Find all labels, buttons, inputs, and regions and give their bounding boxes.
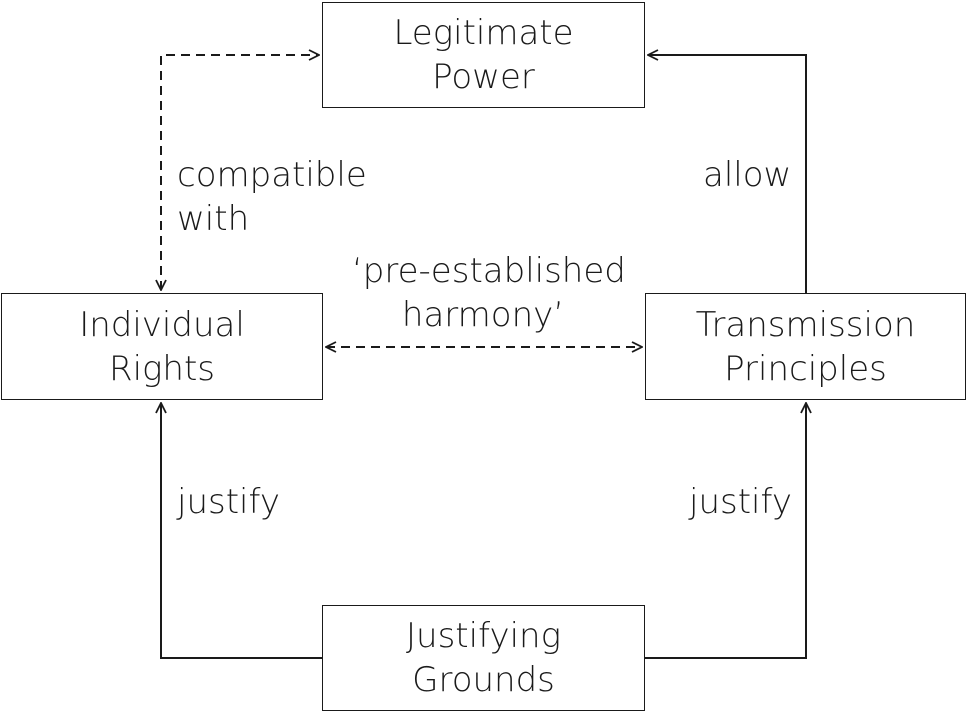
edge-label-justify-left: justify bbox=[177, 482, 280, 522]
edge-compatible-with bbox=[161, 55, 319, 290]
node-justifying-grounds-line1: Justifying bbox=[406, 616, 561, 656]
edge-label-allow: allow bbox=[703, 155, 792, 195]
edge-label-compatible-with: compatible with bbox=[177, 153, 367, 241]
node-individual-rights-line2: Rights bbox=[108, 348, 216, 389]
edge-label-harmony-line2: harmony’ bbox=[401, 295, 565, 335]
edge-justify-left bbox=[161, 403, 322, 659]
edge-allow bbox=[648, 55, 807, 293]
node-justifying-grounds: Justifying Grounds bbox=[322, 605, 645, 711]
node-legitimate-power: Legitimate Power bbox=[322, 2, 645, 108]
node-legitimate-power-line1: Legitimate bbox=[393, 13, 574, 53]
node-transmission-principles-line2: Principles bbox=[724, 348, 887, 389]
edge-justify-right bbox=[645, 403, 806, 659]
edge-label-compatible-line1: compatible bbox=[177, 155, 367, 195]
node-individual-rights: Individual Rights bbox=[1, 293, 323, 400]
node-individual-rights-line1: Individual bbox=[79, 304, 245, 345]
node-legitimate-power-line2: Power bbox=[432, 57, 535, 97]
node-transmission-principles: Transmission Principles bbox=[645, 293, 966, 400]
node-justifying-grounds-line2: Grounds bbox=[412, 660, 555, 700]
edge-label-compatible-line2: with bbox=[177, 199, 250, 239]
edge-label-pre-established-harmony: ‘pre-established harmony’ bbox=[352, 249, 626, 337]
edge-label-justify-right: justify bbox=[689, 482, 792, 522]
node-transmission-principles-line1: Transmission bbox=[695, 304, 916, 345]
edge-label-harmony-line1: ‘pre-established bbox=[352, 251, 626, 291]
